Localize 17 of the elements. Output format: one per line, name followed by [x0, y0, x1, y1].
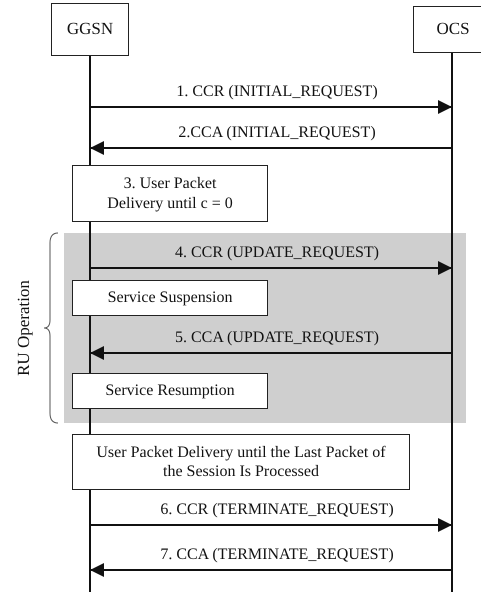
arrow [90, 346, 452, 360]
edge-label: 6. CCR (TERMINATE_REQUEST) [159, 502, 395, 518]
process-box: Service Resumption [72, 373, 268, 409]
edge-label: 5. CCA (UPDATE_REQUEST) [174, 330, 380, 346]
process-box: User Packet Delivery until the Last Packet of the Session Is Processed [72, 434, 410, 490]
arrow [90, 261, 452, 275]
process-box: 3. User Packet Delivery until c = 0 [72, 165, 268, 222]
edge-label: 2.CCA (INITIAL_REQUEST) [177, 125, 377, 141]
arrow [90, 518, 452, 532]
edge-label: 4. CCR (UPDATE_REQUEST) [174, 245, 380, 261]
arrow [90, 100, 452, 114]
edge-label: 1. CCR (INITIAL_REQUEST) [175, 84, 379, 100]
edge-label: 7. CCA (TERMINATE_REQUEST) [159, 547, 395, 563]
group-label: RU Operation [14, 279, 34, 378]
arrow [90, 141, 452, 155]
process-box: Service Suspension [72, 280, 268, 316]
arrow [90, 563, 452, 577]
